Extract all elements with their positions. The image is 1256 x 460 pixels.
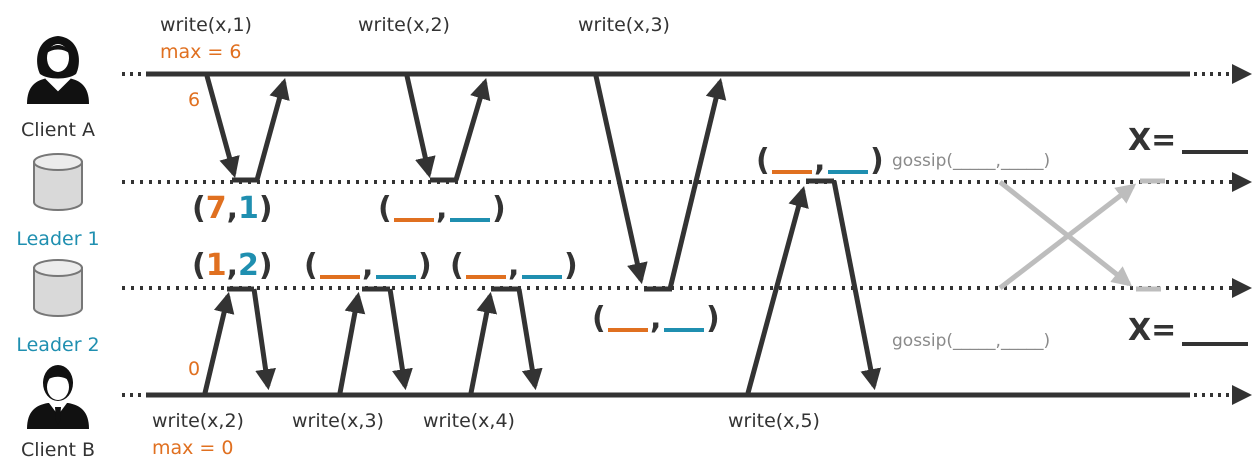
client-a-label: Client A: [21, 119, 95, 141]
result-top: X=: [1128, 123, 1248, 158]
svg-text:(: (: [592, 301, 606, 336]
client-a-op-write1: write(x,1): [160, 14, 252, 36]
client-b-label: Client B: [21, 439, 95, 460]
leader-1-label: Leader 1: [16, 228, 99, 250]
client-a-max: max = 6: [160, 41, 241, 63]
svg-text:): ): [492, 191, 506, 226]
svg-text:): ): [418, 248, 432, 283]
message-b-write5: [745, 178, 882, 394]
database-icon: [33, 259, 83, 317]
client-b-counter: 0: [188, 358, 200, 380]
svg-text:,: ,: [650, 301, 661, 336]
message-a-write2: [404, 75, 491, 183]
timestamp-pair-blank: ( , ): [378, 191, 506, 226]
svg-text:): ): [564, 248, 578, 283]
client-b-op-write2: write(x,2): [152, 410, 244, 432]
message-b-write3: [337, 286, 413, 394]
client-b-op-write5: write(x,5): [728, 410, 820, 432]
client-a-op-write3: write(x,3): [578, 14, 670, 36]
svg-text:): ): [706, 301, 720, 336]
gossip-label-bottom: gossip(_____,_____): [892, 331, 1050, 351]
svg-text:(: (: [756, 143, 770, 178]
svg-text:X=: X=: [1128, 313, 1176, 348]
client-b-op-write4: write(x,4): [423, 410, 515, 432]
client-b-max: max = 0: [152, 437, 233, 459]
timestamp-pair-blank: ( , ): [756, 143, 884, 178]
timestamp-pair-blank: ( , ): [592, 301, 720, 336]
svg-text:,: ,: [814, 143, 825, 178]
svg-text:(7,1): (7,1): [192, 191, 273, 226]
client-a-counter: 6: [188, 89, 200, 111]
svg-text:(1,2): (1,2): [192, 248, 273, 283]
svg-text:(: (: [378, 191, 392, 226]
svg-text:,: ,: [508, 248, 519, 283]
message-b-write4: [468, 286, 543, 394]
message-a-write3: [593, 75, 727, 292]
client-a-op-write2: write(x,2): [358, 14, 450, 36]
svg-text:): ): [870, 143, 884, 178]
timestamp-pair-blank: ( , ): [450, 248, 578, 283]
timestamp-pair-l1-filled: (7,1): [192, 191, 273, 226]
result-bottom: X=: [1128, 313, 1248, 348]
client-b-op-write3: write(x,3): [292, 410, 384, 432]
svg-text:(: (: [304, 248, 318, 283]
male-user-icon: [27, 365, 89, 429]
gossip-label-top: gossip(_____,_____): [892, 151, 1050, 171]
message-b-write2: [202, 286, 276, 394]
database-icon: [33, 153, 83, 211]
timestamp-pair-blank: ( , ): [304, 248, 432, 283]
svg-text:X=: X=: [1128, 123, 1176, 158]
svg-text:(: (: [450, 248, 464, 283]
message-a-write1: [204, 75, 290, 183]
female-user-icon: [27, 36, 89, 104]
leader-2-label: Leader 2: [16, 334, 99, 356]
svg-text:,: ,: [362, 248, 373, 283]
timestamp-pair-l2-filled: (1,2): [192, 248, 273, 283]
gossip-arrows: [998, 178, 1165, 292]
svg-text:,: ,: [436, 191, 447, 226]
